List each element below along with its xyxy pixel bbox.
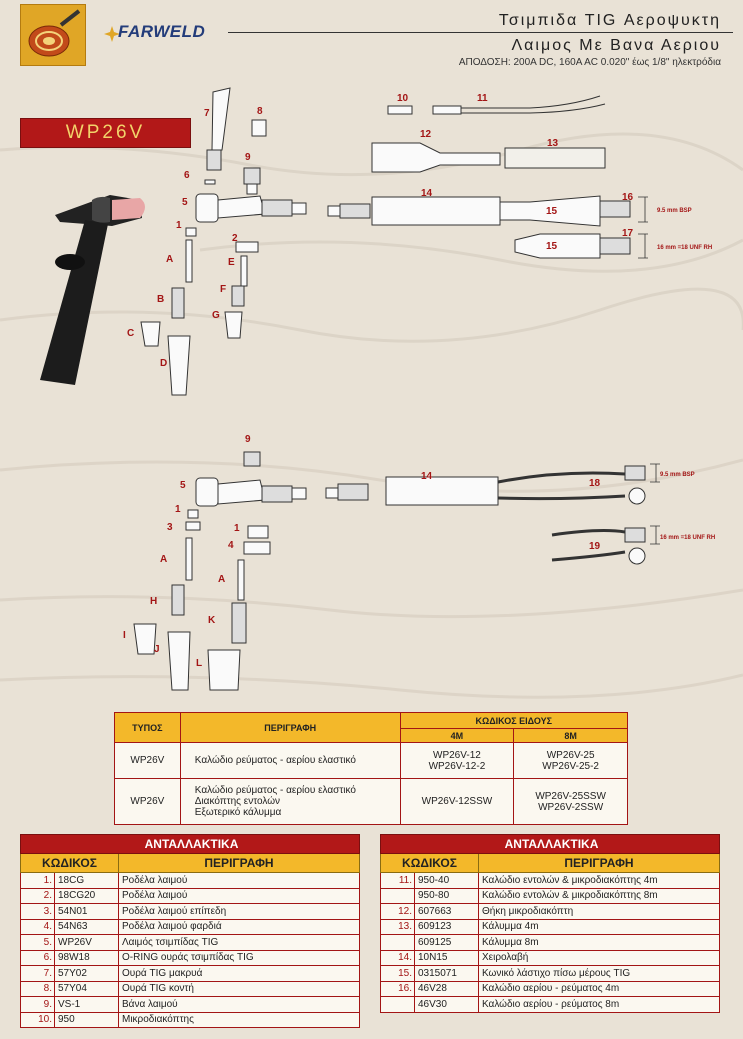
brand-name: FARWELD [118, 22, 206, 41]
label-e: E [228, 257, 235, 268]
label-10: 10 [397, 93, 409, 104]
label-19: 19 [589, 541, 601, 552]
label-c: C [127, 328, 134, 339]
col-8m: 8M [513, 728, 628, 743]
label-b: B [157, 294, 164, 305]
label-3: 3 [167, 522, 173, 533]
table-row: WP26V Καλώδιο ρεύματος - αερίου ελαστικό… [114, 778, 628, 825]
label-f: F [220, 284, 226, 295]
label-bsp: 9.5 mm BSP [657, 208, 692, 214]
torch-type-table: ΤΥΠΟΣ ΠΕΡΙΓΡΑΦΗ ΚΩΔΙΚΟΣ ΕΙΔΟΥΣ 4M 8M WP2… [114, 712, 629, 825]
label-14b: 14 [421, 471, 433, 482]
label-15: 15 [546, 206, 558, 217]
brand-spark-icon [104, 26, 120, 42]
label-16: 16 [622, 192, 634, 203]
rating-text: ΑΠΟΔΟΣΗ: 200A DC, 160A AC 0.020" έως 1/8… [458, 57, 721, 68]
label-j: J [154, 644, 160, 655]
label-9b: 9 [245, 434, 251, 445]
table-row: WP26V Καλώδιο ρεύματος - αερίου ελαστικό… [114, 742, 628, 779]
col-type: ΤΥΠΟΣ [114, 712, 181, 743]
brand-logo [20, 4, 86, 66]
torch-logo-icon [28, 9, 81, 57]
page-subtitle: Λαιμος Με Βανα Αεριου [511, 37, 721, 54]
col-code: ΚΩΔΙΚΟΣ [20, 853, 119, 873]
label-d: D [160, 358, 167, 369]
label-5b: 5 [180, 480, 186, 491]
col-4m: 4M [399, 728, 515, 743]
label-5: 5 [182, 197, 188, 208]
label-g: G [212, 310, 220, 321]
table-caption: ΑΝΤΑΛΛΑΚΤΙΚΑ [380, 834, 720, 854]
label-6: 6 [184, 170, 190, 181]
col-code: ΚΩΔΙΚΟΣ [380, 853, 479, 873]
spare-parts-table-right: ΑΝΤΑΛΛΑΚΤΙΚΑ ΚΩΔΙΚΟΣ ΠΕΡΙΓΡΑΦΗ 11.950-40… [380, 834, 720, 1013]
col-desc: ΠΕΡΙΓΡΑΦΗ [118, 853, 360, 873]
label-1b: 1 [175, 504, 181, 515]
torch-photo [40, 195, 145, 385]
label-unf: 16 mm =18 UNF RH [657, 245, 712, 251]
label-7: 7 [204, 108, 210, 119]
page-title: Τσιμπιδα TIG Αεροψυκτη [498, 12, 721, 29]
label-13: 13 [547, 138, 559, 149]
label-unf-b: 16 mm =18 UNF RH [660, 535, 715, 541]
label-14: 14 [421, 188, 433, 199]
col-desc: ΠΕΡΙΓΡΑΦΗ [478, 853, 720, 873]
table-caption: ΑΝΤΑΛΛΑΚΤΙΚΑ [20, 834, 360, 854]
label-l: L [196, 658, 202, 669]
label-11: 11 [477, 93, 488, 104]
header-divider [228, 32, 733, 33]
label-1: 1 [176, 220, 182, 231]
label-15b: 15 [546, 241, 558, 252]
label-bsp-b: 9.5 mm BSP [660, 472, 695, 478]
label-i: I [123, 630, 126, 641]
label-k: K [208, 615, 216, 626]
label-12: 12 [420, 129, 432, 140]
col-code: ΚΩΔΙΚΟΣ ΕΙΔΟΥΣ [399, 712, 629, 729]
label-8: 8 [257, 106, 263, 117]
exploded-parts-diagram: 7 8 9 6 5 1 2 A E F B G C D 10 11 12 13 … [40, 87, 715, 691]
label-1c: 1 [234, 523, 240, 534]
label-4: 4 [228, 540, 234, 551]
label-18: 18 [589, 478, 601, 489]
label-17: 17 [622, 228, 634, 239]
col-desc: ΠΕΡΙΓΡΑΦΗ [179, 712, 401, 743]
label-a2: A [160, 554, 167, 565]
label-a3: A [218, 574, 225, 585]
label-h: H [150, 596, 157, 607]
label-9: 9 [245, 152, 251, 163]
label-2: 2 [232, 233, 238, 244]
model-badge: WP26V [20, 118, 191, 148]
label-a: A [166, 254, 173, 265]
